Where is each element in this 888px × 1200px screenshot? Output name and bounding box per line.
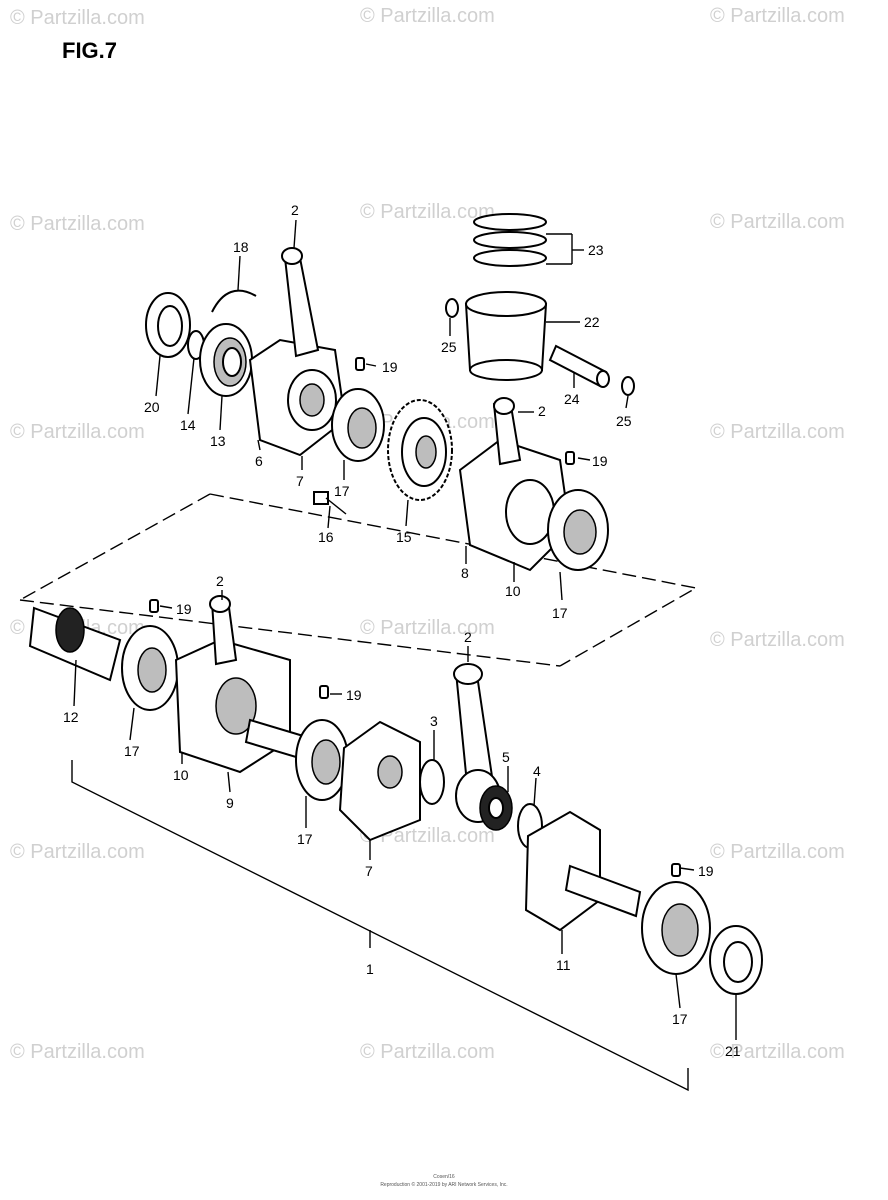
callout-1: 1 (366, 961, 374, 977)
callout-19: 19 (346, 687, 362, 703)
watermark-layer: © Partzilla.com © Partzilla.com © Partzi… (10, 5, 845, 1063)
callout-2: 2 (216, 573, 224, 589)
callout-17: 17 (552, 605, 568, 621)
footer-code: Cosen/16 (433, 1174, 455, 1180)
callout-19: 19 (592, 453, 608, 469)
connecting-rod-part (209, 595, 238, 666)
watermark: © Partzilla.com (10, 213, 145, 235)
key-part (671, 863, 681, 877)
callout-25: 25 (441, 339, 457, 355)
callout-19: 19 (382, 359, 398, 375)
callout-19: 19 (698, 863, 714, 879)
assembly-bracket (71, 760, 689, 1092)
watermark: © Partzilla.com (10, 1041, 145, 1063)
callout-10: 10 (505, 583, 521, 599)
callout-21: 21 (725, 1043, 741, 1059)
connecting-rod-part (281, 247, 320, 358)
callout-9: 9 (226, 795, 234, 811)
key-part (565, 451, 575, 465)
callout-14: 14 (180, 417, 196, 433)
piston-rings-part (473, 213, 547, 267)
assembly-boundary (19, 493, 698, 667)
callout-17: 17 (334, 483, 350, 499)
callout-labels: 2 18 23 22 25 24 25 19 2 19 20 14 13 6 7… (63, 202, 741, 1059)
callout-17: 17 (672, 1011, 688, 1027)
key-part (149, 599, 159, 613)
bearing-part (331, 388, 385, 462)
callout-8: 8 (461, 565, 469, 581)
gear-part (387, 399, 453, 501)
bearing-part (547, 489, 609, 571)
callout-15: 15 (396, 529, 412, 545)
callout-10: 10 (173, 767, 189, 783)
watermark: © Partzilla.com (710, 211, 845, 233)
lower-part-group (28, 595, 763, 995)
watermark: © Partzilla.com (360, 617, 495, 639)
callout-5: 5 (502, 749, 510, 765)
callout-23: 23 (588, 242, 604, 258)
callout-16: 16 (318, 529, 334, 545)
crank-web-part (458, 438, 572, 572)
crank-web-part (248, 338, 347, 457)
piston-part (464, 291, 548, 381)
watermark: © Partzilla.com (360, 1041, 495, 1063)
callout-2: 2 (538, 403, 546, 419)
callout-17: 17 (297, 831, 313, 847)
callout-20: 20 (144, 399, 160, 415)
watermark: © Partzilla.com (10, 841, 145, 863)
callout-7: 7 (365, 863, 373, 879)
watermark: © Partzilla.com (360, 5, 495, 27)
callout-3: 3 (430, 713, 438, 729)
oil-seal-part (145, 292, 191, 358)
pin-part (211, 289, 257, 313)
leader-lines (73, 219, 737, 1040)
shaft-end-part (28, 606, 122, 682)
callout-19: 19 (176, 601, 192, 617)
watermark: © Partzilla.com (360, 201, 495, 223)
watermark: © Partzilla.com (710, 5, 845, 27)
oil-seal-part (709, 925, 763, 995)
callout-6: 6 (255, 453, 263, 469)
callout-2: 2 (291, 202, 299, 218)
callout-24: 24 (564, 391, 580, 407)
bearing-part (121, 625, 179, 711)
callout-22: 22 (584, 314, 600, 330)
watermark: © Partzilla.com (710, 1041, 845, 1063)
clip-part (621, 376, 635, 396)
watermark: © Partzilla.com (10, 421, 145, 443)
watermark: © Partzilla.com (710, 841, 845, 863)
watermark: © Partzilla.com (710, 421, 845, 443)
watermark: © Partzilla.com (710, 629, 845, 651)
callout-4: 4 (533, 763, 541, 779)
piston-pin-part (548, 344, 610, 388)
callout-11: 11 (556, 957, 571, 973)
upper-part-group (145, 213, 635, 572)
callout-2: 2 (464, 629, 472, 645)
bearing-part (295, 719, 349, 801)
washer-part (419, 759, 445, 805)
bearing-part (641, 881, 711, 975)
key-part (319, 685, 329, 699)
callout-12: 12 (63, 709, 79, 725)
callout-18: 18 (233, 239, 249, 255)
bearing-part (199, 323, 253, 397)
crank-web-part (338, 720, 421, 842)
callout-17: 17 (124, 743, 140, 759)
figure-title: FIG.7 (62, 38, 117, 63)
footer-copyright: Reproduction © 2001-2019 by ARI Network … (380, 1181, 507, 1188)
connecting-rod-part (492, 397, 522, 466)
crank-web-part (524, 810, 642, 932)
clip-part (445, 298, 459, 318)
callout-13: 13 (210, 433, 226, 449)
callout-25: 25 (616, 413, 632, 429)
watermark: © Partzilla.com (10, 7, 145, 29)
key-part (355, 357, 365, 371)
bolt-part (313, 491, 347, 515)
callout-7: 7 (296, 473, 304, 489)
needle-bearing-part (479, 785, 513, 831)
